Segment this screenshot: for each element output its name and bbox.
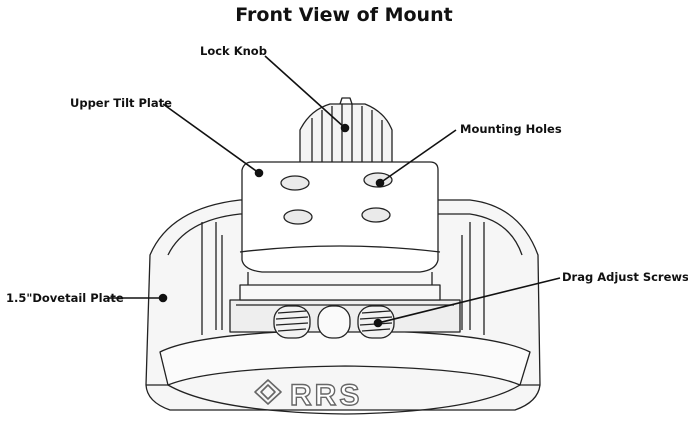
- diagram-title: Front View of Mount: [235, 4, 453, 26]
- pointer-dot: [158, 293, 168, 303]
- label-mounting-holes: Mounting Holes: [460, 122, 562, 136]
- mounting-hole: [361, 207, 391, 223]
- drag-adjust-screw-left: [273, 305, 311, 339]
- leader-mounting-holes: [379, 129, 457, 184]
- label-dovetail-plate: 1.5"Dovetail Plate: [6, 291, 124, 305]
- pointer-dot: [340, 123, 350, 133]
- mounting-hole: [283, 209, 313, 225]
- pointer-dot: [254, 168, 264, 178]
- rrs-logo-text: RRS: [290, 379, 362, 412]
- lock-knob: [299, 97, 393, 166]
- drag-adjust-screw-middle: [317, 305, 351, 339]
- leader-lines: [108, 55, 561, 328]
- leader-lock-knob: [264, 55, 346, 129]
- label-upper-tilt-plate: Upper Tilt Plate: [70, 96, 172, 110]
- mounting-hole: [280, 175, 310, 191]
- rrs-logo-mark: [254, 379, 282, 405]
- label-lock-knob: Lock Knob: [200, 44, 267, 58]
- label-drag-adjust-screws: Drag Adjust Screws: [562, 270, 688, 284]
- pointer-dot: [375, 178, 385, 188]
- leader-drag-adjust-screws: [377, 277, 561, 324]
- leader-upper-tilt-plate: [162, 103, 260, 174]
- pointer-dot: [373, 318, 383, 328]
